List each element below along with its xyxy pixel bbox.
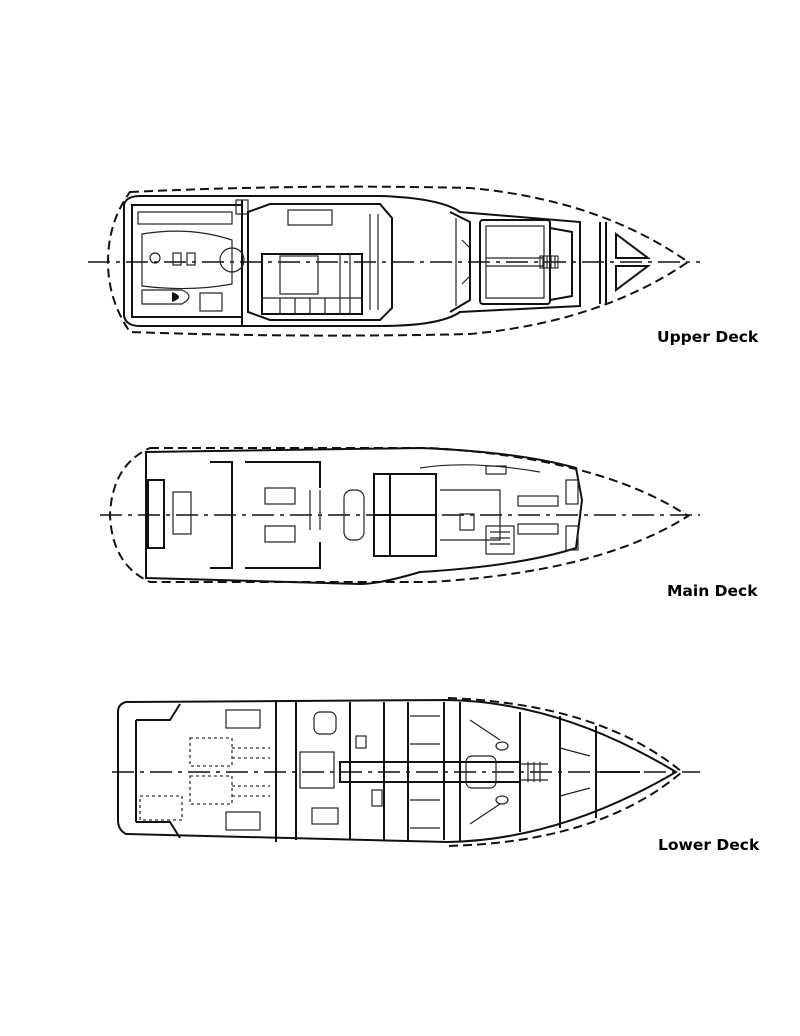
lower-deck-label: Lower Deck <box>658 836 760 854</box>
main-deck-label: Main Deck <box>667 582 758 600</box>
upper-deck-label: Upper Deck <box>657 328 759 346</box>
main-hull-outline <box>108 447 690 583</box>
main-superstructure <box>145 446 584 586</box>
lower-hull-outline <box>117 698 678 844</box>
upper-deck-plan <box>88 185 700 337</box>
upper-saloon <box>247 203 393 321</box>
upper-deck-edge <box>123 195 581 327</box>
main-deck-plan <box>100 446 700 586</box>
upper-hull-outline <box>106 185 690 337</box>
lower-deck-plan <box>112 697 700 847</box>
